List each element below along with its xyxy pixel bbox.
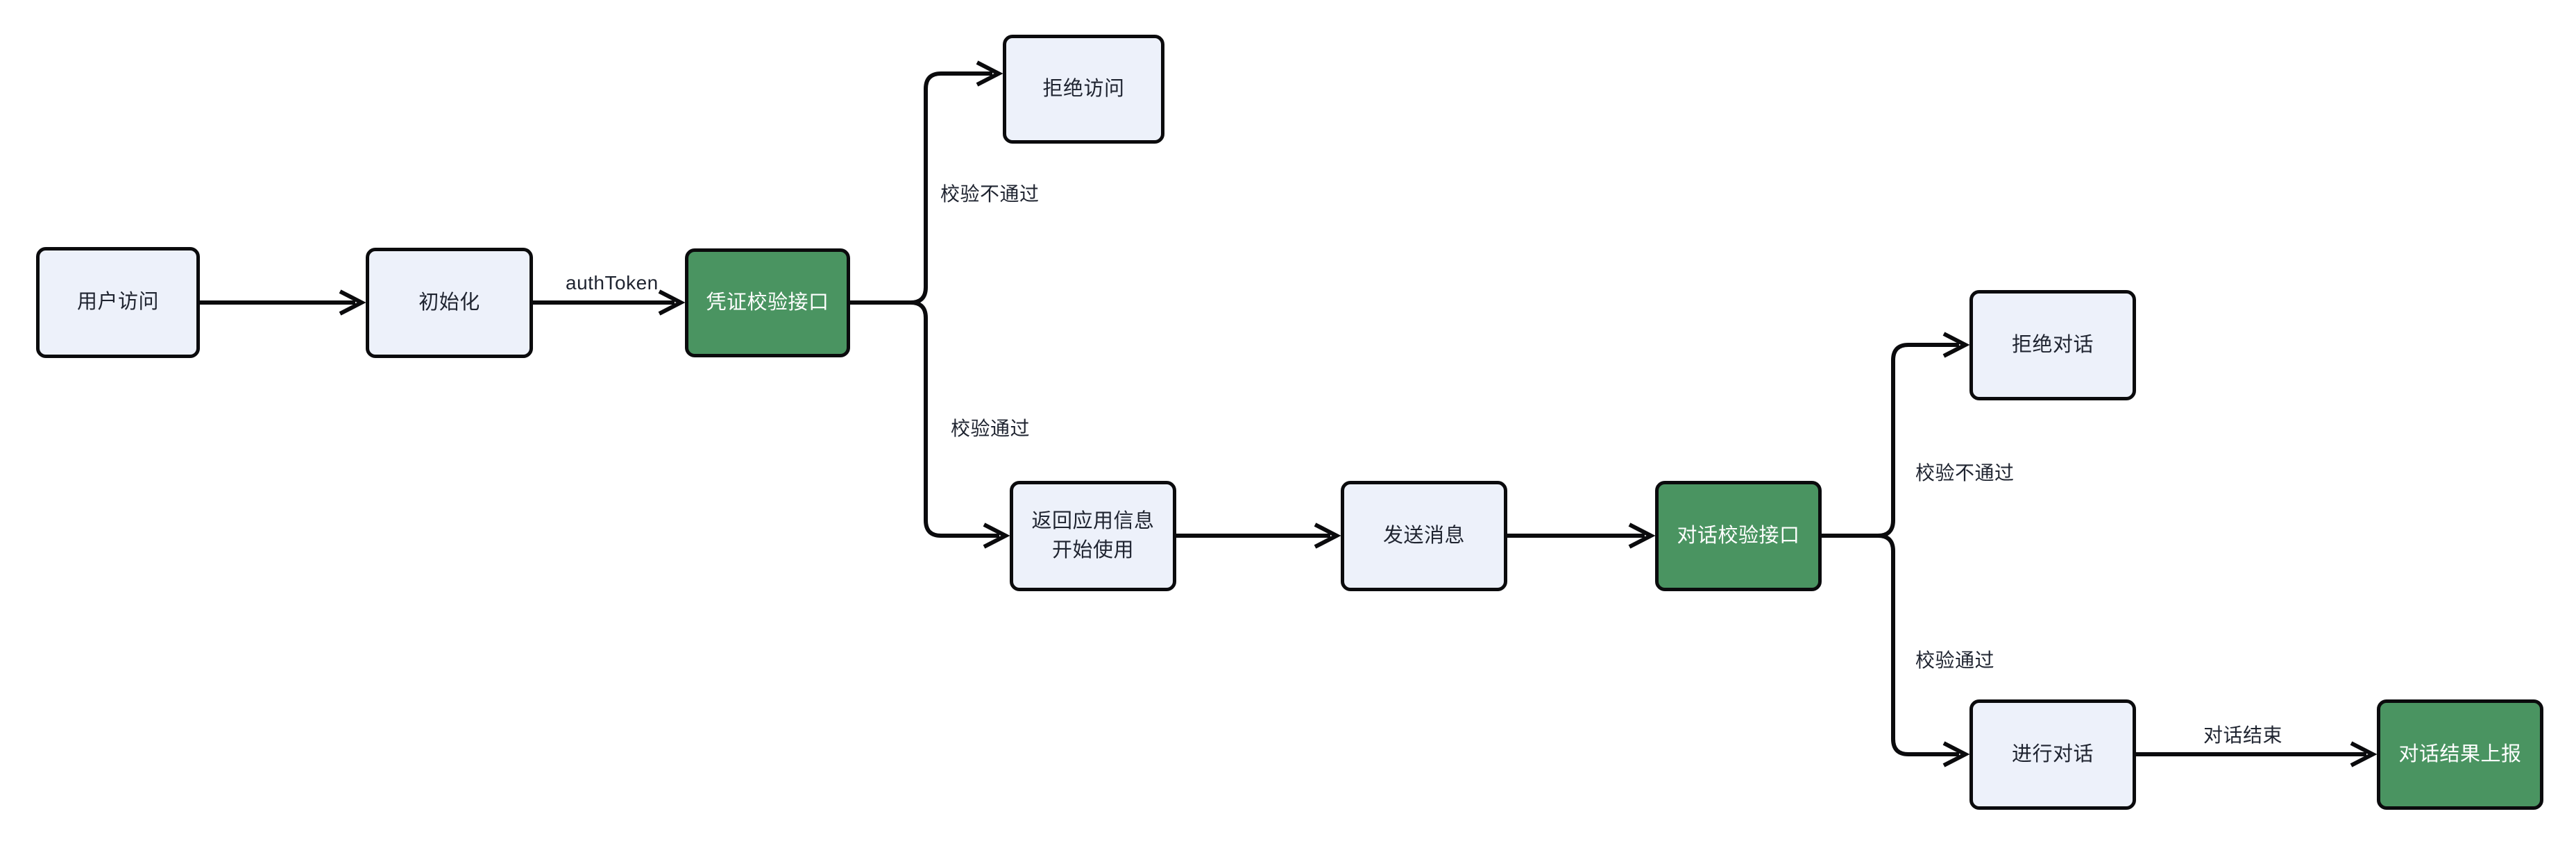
- node-label: 对话校验接口: [1677, 524, 1800, 547]
- edge-label-dialog-end: 对话结束: [2203, 724, 2283, 746]
- edge-label-dialog-verify-fail: 校验不通过: [1915, 462, 2015, 484]
- edge-credential-verify-to-return-app-info: [910, 300, 1010, 549]
- node-init[interactable]: 初始化: [366, 248, 533, 358]
- edge-do-dialog-to-report-result: [2136, 741, 2378, 767]
- node-user-access[interactable]: 用户访问: [36, 247, 200, 358]
- edge-user-access-to-init: [200, 289, 366, 316]
- node-label: 用户访问: [76, 291, 159, 314]
- node-label: 拒绝对话: [2011, 333, 2094, 356]
- edge-dialog-verify-to-deny-dialog: [1877, 332, 1970, 538]
- edge-dialog-verify-to-do-dialog: [1877, 534, 1970, 767]
- edge-return-app-info-to-send-message: [1176, 523, 1341, 549]
- node-return-app-info[interactable]: 返回应用信息 开始使用: [1010, 481, 1176, 591]
- node-label: 拒绝访问: [1042, 77, 1125, 100]
- node-label: 进行对话: [2011, 742, 2094, 765]
- node-label: 返回应用信息 开始使用: [1031, 510, 1155, 561]
- node-label: 凭证校验接口: [706, 291, 829, 314]
- node-label: 发送消息: [1382, 524, 1465, 547]
- node-dialog-verify[interactable]: 对话校验接口: [1655, 481, 1822, 591]
- node-label: 对话结果上报: [2398, 742, 2522, 765]
- node-deny-dialog[interactable]: 拒绝对话: [1969, 290, 2136, 400]
- edge-send-message-to-dialog-verify: [1507, 523, 1656, 549]
- edge-label-credential-verify-fail: 校验不通过: [940, 183, 1040, 205]
- edge-init-to-credential-verify: [533, 289, 686, 316]
- node-report-result[interactable]: 对话结果上报: [2377, 699, 2543, 810]
- edge-label-credential-verify-pass: 校验通过: [951, 418, 1031, 439]
- edge-label-dialog-verify-pass: 校验通过: [1915, 649, 1995, 671]
- node-send-message[interactable]: 发送消息: [1341, 481, 1507, 591]
- edge-credential-verify-to-deny-access: [910, 60, 1003, 305]
- node-label: 初始化: [418, 291, 480, 314]
- node-do-dialog[interactable]: 进行对话: [1969, 699, 2136, 810]
- node-credential-verify[interactable]: 凭证校验接口: [685, 248, 850, 357]
- edge-label-auth-token: authToken: [566, 272, 659, 294]
- node-deny-access[interactable]: 拒绝访问: [1003, 35, 1164, 144]
